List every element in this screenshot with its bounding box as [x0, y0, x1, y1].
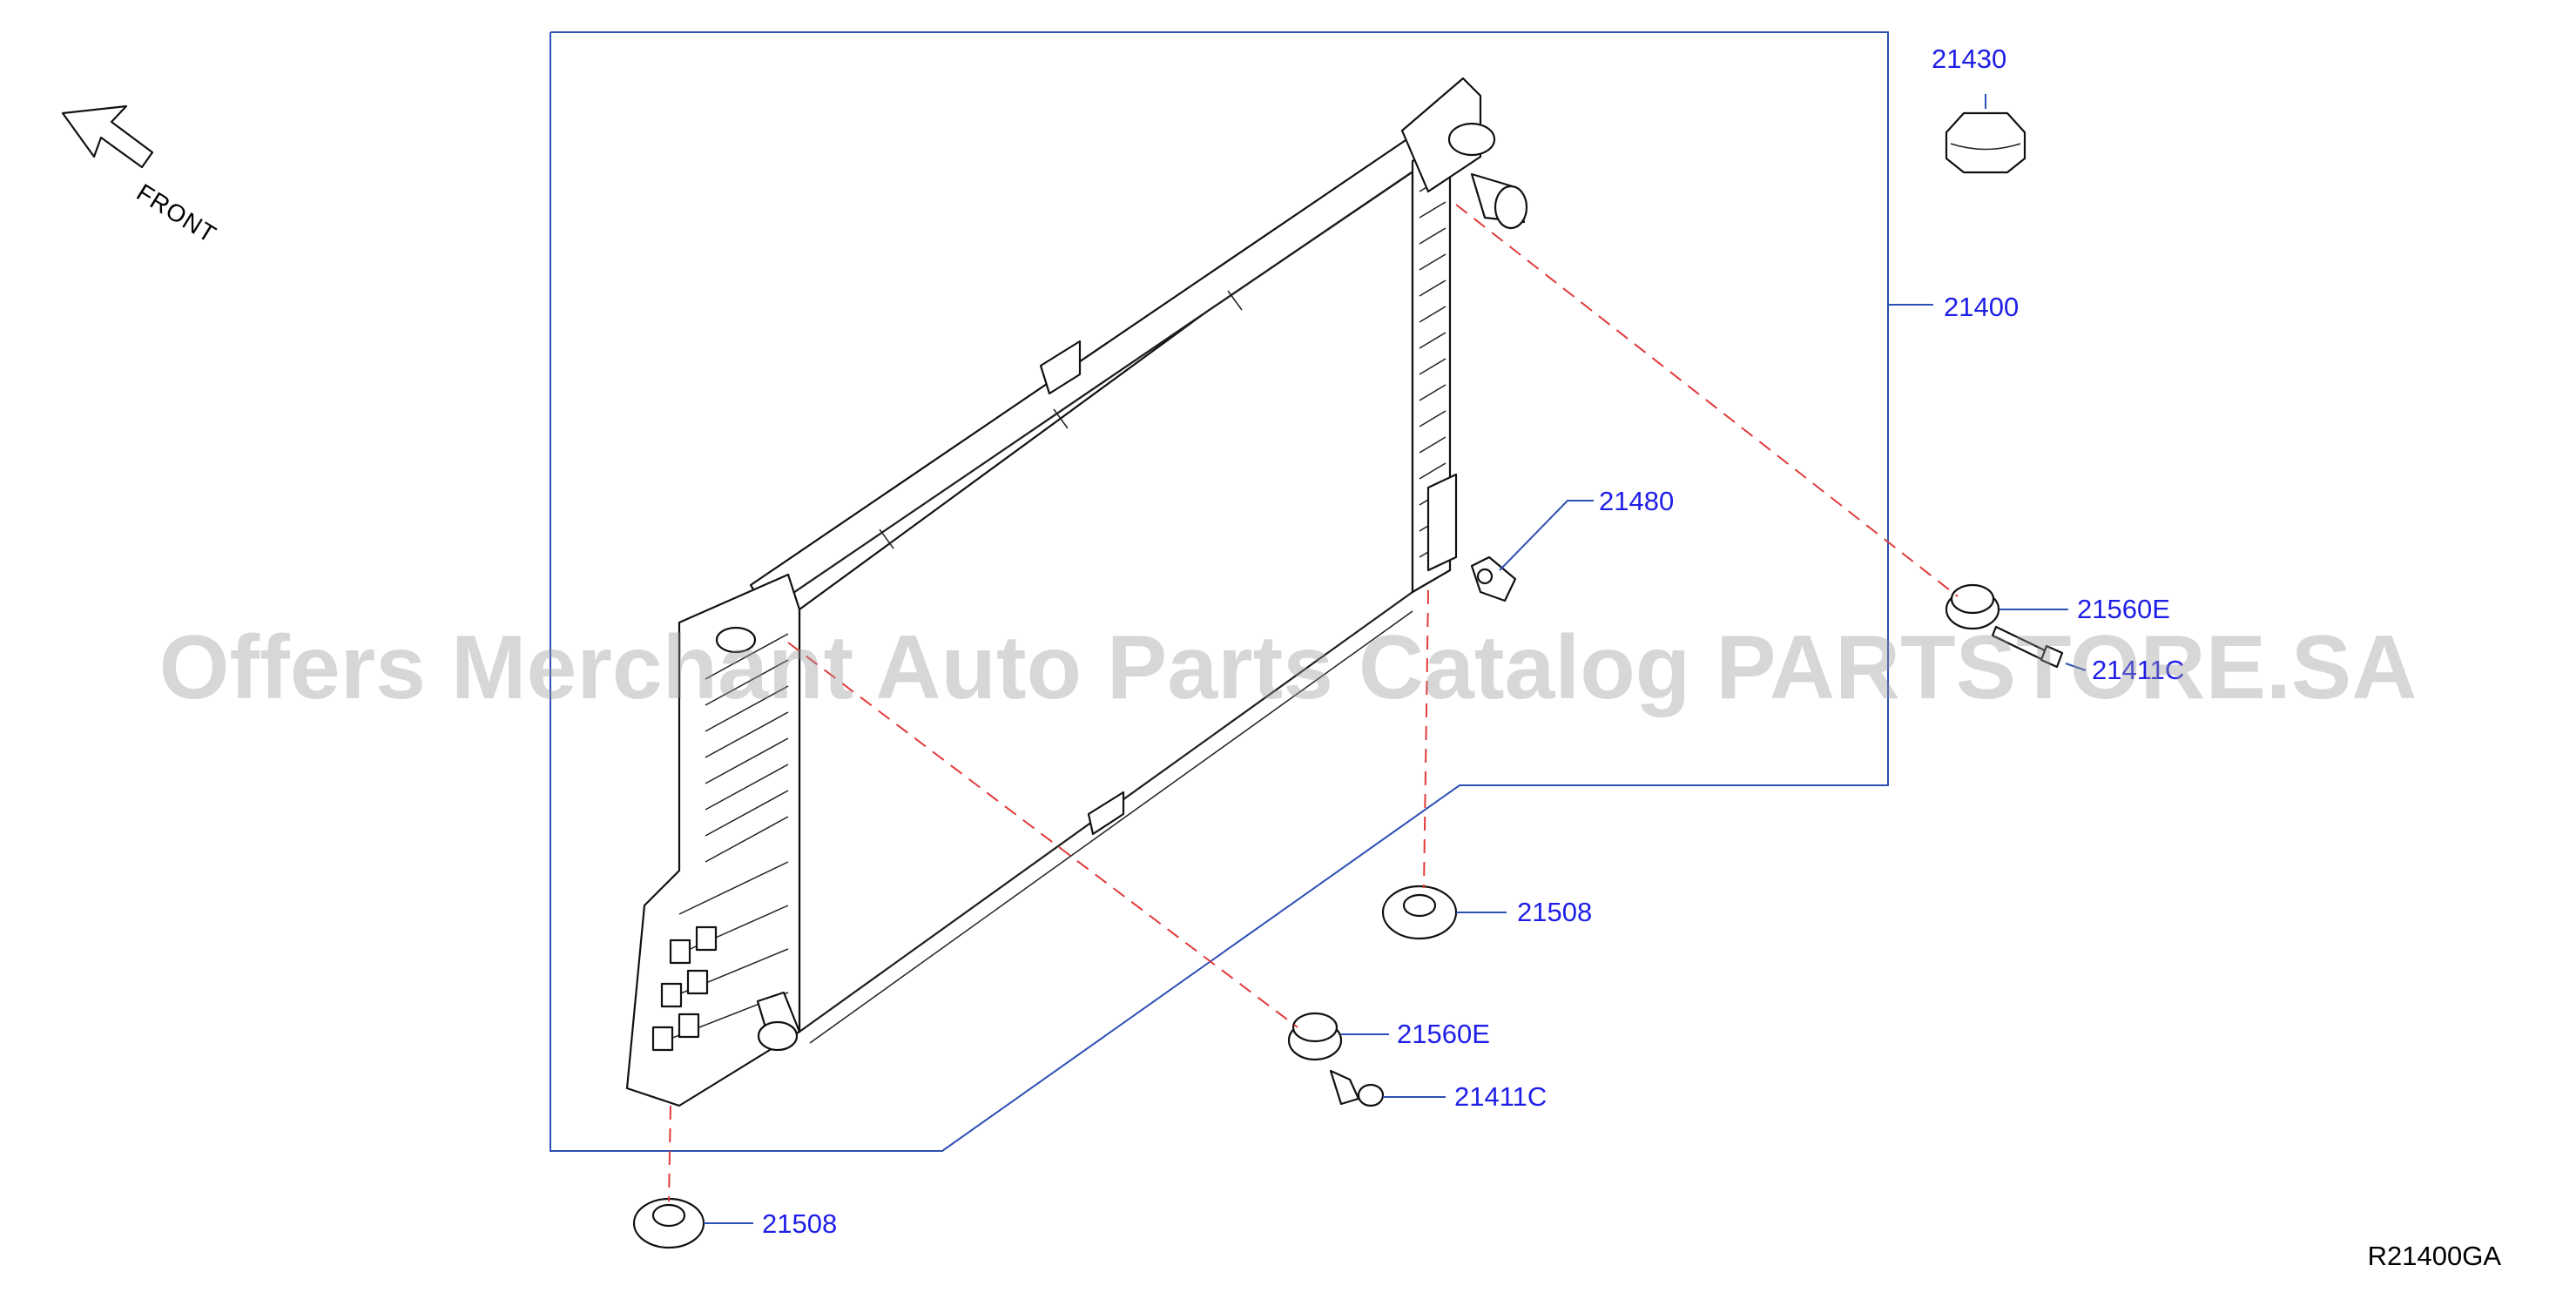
- callout-21411c-bolt-lower[interactable]: 21411C: [1454, 1081, 1548, 1112]
- mount-bolt-lower: [1329, 1069, 1385, 1107]
- front-arrow-icon: [61, 104, 154, 169]
- assembly-frame: [550, 31, 1889, 1152]
- drain-cock: [1470, 555, 1517, 602]
- assembly-lines: [668, 204, 1959, 1202]
- callout-21508-insulator-right[interactable]: 21508: [1517, 897, 1593, 927]
- radiator-cap: [1945, 111, 2026, 174]
- callout-21508-insulator-left[interactable]: 21508: [762, 1208, 838, 1239]
- radiator: [625, 77, 1528, 1107]
- diagram-code: R21400GA: [2367, 1241, 2501, 1271]
- insulator-right: [1381, 885, 1458, 940]
- callout-21411c-bolt-upper[interactable]: 21411C: [2092, 655, 2185, 685]
- callout-21560e-mount-lower[interactable]: 21560E: [1397, 1019, 1490, 1049]
- callout-21430-cap[interactable]: 21430: [1932, 44, 2007, 74]
- leader-lines: [704, 94, 2087, 1224]
- mount-bushing-upper: [1945, 583, 2000, 630]
- mount-bushing-lower: [1287, 1012, 1343, 1061]
- callout-21560e-mount-upper[interactable]: 21560E: [2077, 594, 2170, 624]
- callout-21400-radiator[interactable]: 21400: [1944, 292, 2020, 322]
- insulator-left: [632, 1197, 705, 1249]
- mount-bolt-upper: [1991, 625, 2064, 669]
- callout-21480-drain-cock[interactable]: 21480: [1599, 486, 1675, 516]
